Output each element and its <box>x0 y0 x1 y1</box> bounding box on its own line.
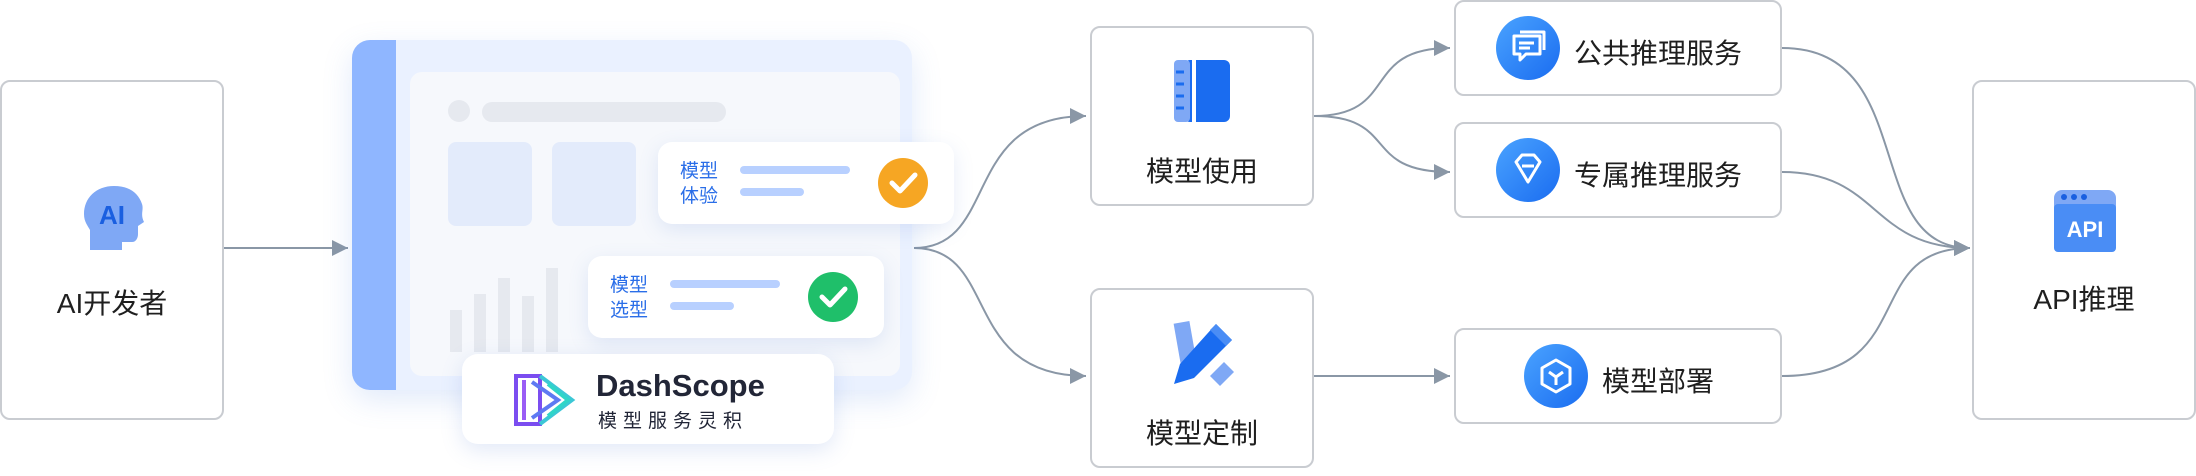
model-custom-node: 模型定制 <box>1090 288 1314 468</box>
ai-head-icon-text: AI <box>99 200 125 230</box>
api-inference-label: API推理 <box>2033 284 2135 315</box>
diamond-icon <box>1496 138 1560 202</box>
card1-bar-2 <box>740 188 804 196</box>
model-selection-card: 模型 选型 <box>588 256 884 338</box>
developer-node: AI AI开发者 <box>0 80 224 420</box>
model-custom-label: 模型定制 <box>1145 418 1258 449</box>
pencil-icon <box>1173 321 1234 386</box>
edge-model-use-dedicated <box>1313 115 1451 180</box>
placeholder-tile-1 <box>448 142 532 226</box>
edge-dashscope-model-custom <box>913 247 1087 384</box>
ai-head-icon: AI <box>84 186 144 250</box>
placeholder-bar-1 <box>450 310 462 352</box>
card2-line1: 模型 <box>610 275 649 296</box>
chat-icon <box>1496 16 1560 80</box>
card1-line1: 模型 <box>680 161 719 182</box>
model-use-label: 模型使用 <box>1145 156 1258 187</box>
placeholder-dot <box>448 100 470 122</box>
developer-label: AI开发者 <box>56 288 168 319</box>
placeholder-bar-4 <box>522 296 534 352</box>
api-inference-node: API API推理 <box>1972 80 2196 420</box>
brand-subtitle: 模型服务灵积 <box>598 411 749 432</box>
model-deploy-label: 模型部署 <box>1602 366 1715 397</box>
console-sidebar <box>352 40 396 390</box>
placeholder-bar-2 <box>474 294 486 352</box>
dashscope-logo-card: DashScope 模型服务灵积 <box>462 354 834 444</box>
card1-line2: 体验 <box>680 186 719 207</box>
edge-deploy-api <box>1781 240 1971 377</box>
edge-model-use-public <box>1313 40 1451 117</box>
edge-public-api <box>1781 47 1971 256</box>
model-deploy-node: 模型部署 <box>1454 328 1782 424</box>
edge-dashscope-model-use <box>913 108 1087 249</box>
placeholder-title <box>482 102 726 122</box>
dedicated-inference-node: 专属推理服务 <box>1454 122 1782 218</box>
card1-bar-1 <box>740 166 850 174</box>
card2-bar-1 <box>670 280 780 288</box>
edge-dedicated-api <box>1781 171 1971 256</box>
model-use-node: 模型使用 <box>1090 26 1314 206</box>
check-icon-green <box>808 272 858 322</box>
dedicated-inference-label: 专属推理服务 <box>1574 160 1743 191</box>
card1-text: 模型 体验 <box>680 159 718 209</box>
public-inference-node: 公共推理服务 <box>1454 0 1782 96</box>
cube-icon <box>1524 344 1588 408</box>
model-experience-card: 模型 体验 <box>658 142 954 224</box>
notebook-icon <box>1174 60 1230 122</box>
placeholder-bar-5 <box>546 268 558 352</box>
dashscope-console <box>352 40 912 390</box>
public-inference-label: 公共推理服务 <box>1574 38 1743 69</box>
placeholder-tile-2 <box>552 142 636 226</box>
check-icon-orange <box>878 158 928 208</box>
dashscope-logo-icon <box>514 374 576 426</box>
brand-name: DashScope <box>596 368 765 403</box>
card2-text: 模型 选型 <box>610 273 648 323</box>
card2-line2: 选型 <box>610 300 649 321</box>
placeholder-bar-3 <box>498 278 510 352</box>
card2-bar-2 <box>670 302 734 310</box>
api-window-icon-text: API <box>2067 217 2104 242</box>
api-window-icon: API <box>2054 190 2116 252</box>
